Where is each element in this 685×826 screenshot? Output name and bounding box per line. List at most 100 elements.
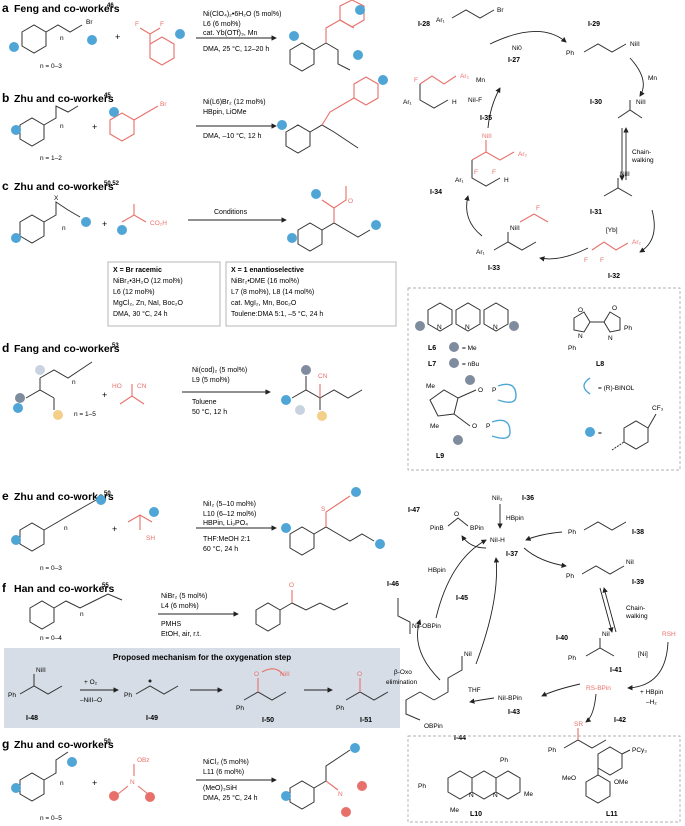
cycle2-i39: Ph NiI <box>566 559 634 580</box>
ligand-label-l7: L7 <box>428 361 436 368</box>
cycle1-i28: Ar₁ Br <box>436 7 504 24</box>
svg-text:CN: CN <box>318 373 328 380</box>
panel-e-product: S <box>281 487 385 556</box>
ligand-l10: N N Ph Ph Me Me <box>418 757 533 814</box>
svg-text:N: N <box>338 791 343 798</box>
cycle1-chainwalk-1: walking <box>631 157 654 164</box>
cycle1-i35: F Ar₂ Ar₁ H <box>403 73 470 109</box>
panel-c-box1-0: X = Br racemic <box>113 267 162 274</box>
panel-d-cond-2: Toluene <box>192 399 217 406</box>
panel-d-letter: d <box>2 341 9 355</box>
svg-text:Ph: Ph <box>500 757 508 764</box>
cycle1-ni0: Ni0 <box>512 45 522 52</box>
svg-text:+: + <box>92 778 97 788</box>
svg-text:O: O <box>478 387 483 394</box>
panel-g-cond-3: DMA, 25 °C, 24 h <box>203 794 258 802</box>
svg-text:NiI: NiI <box>464 651 472 658</box>
svg-text:[Yb]: [Yb] <box>606 227 618 234</box>
mech-label-i50: I-50 <box>262 717 274 724</box>
panel-b-cond-2: DMA, –10 °C, 12 h <box>203 132 262 140</box>
cycle2-label-i40: I-40 <box>556 635 568 642</box>
svg-text:Ph: Ph <box>568 529 576 536</box>
cycle2-label-i38: I-38 <box>632 529 644 536</box>
panel-g-cond-1: L11 (6 mol%) <box>203 769 244 776</box>
cycle2-plus-hbpin: + HBpin <box>640 689 664 696</box>
cycle2-i38: Ph <box>568 521 627 536</box>
svg-text:P: P <box>486 423 490 430</box>
svg-text:n: n <box>60 123 64 130</box>
cycle2-label-i44: I-44 <box>454 735 466 742</box>
cycle2-rs-bpin: RS-BPin <box>586 685 611 692</box>
panel-f-substrate: n <box>29 593 123 630</box>
cycle1-label-i28: I-28 <box>418 21 430 28</box>
ligand-aryl: CF₃ <box>611 405 664 451</box>
panel-e-title: Zhu and co-workers <box>14 491 114 503</box>
cycle2-i42: SR Ph <box>548 721 607 754</box>
panel-b-ref: 45 <box>104 93 111 99</box>
cycle2-i46 <box>397 598 411 634</box>
panel-a-note: n = 0–3 <box>40 63 62 70</box>
cycle2-label-i45: I-45 <box>456 595 468 602</box>
panel-b: b Zhu and co-workers 45 n n = 1–2 + Br N… <box>2 75 388 162</box>
panel-e-cond-2: HBPin, Li₃PO₄ <box>203 520 248 527</box>
svg-text:H: H <box>504 177 509 184</box>
panel-f-cond-3: EtOH, air, r.t. <box>161 631 201 638</box>
panel-f-product: O <box>255 582 349 632</box>
svg-text:+: + <box>92 122 97 132</box>
cycle1-i32: F F Ar₂ [Yb] <box>584 227 642 264</box>
panel-c-box1-2: L6 (12 mol%) <box>113 289 155 296</box>
panel-c-title: Zhu and co-workers <box>14 181 114 193</box>
cycle1-mn-left: Mn <box>476 77 485 84</box>
cycle1-label-i34: I-34 <box>430 189 442 196</box>
svg-text:F: F <box>474 169 478 176</box>
panel-d-cond-0: Ni(cod)₂ (5 mol%) <box>192 367 247 374</box>
svg-text:Me: Me <box>430 423 439 430</box>
svg-text:N: N <box>578 333 583 340</box>
cycle1-i30: NiII <box>617 99 646 119</box>
ligand-label-l8: L8 <box>596 361 604 368</box>
cycle2-label-i36: I-36 <box>522 495 534 502</box>
panel-d-ref: 53 <box>112 343 119 349</box>
cycle2-minus-h2: –H₂ <box>646 699 657 706</box>
panel-c-arrow-label: Conditions <box>214 209 248 216</box>
panel-b-title: Zhu and co-workers <box>14 93 114 105</box>
cycle1-i31: NiII <box>603 171 633 197</box>
svg-text:F: F <box>160 21 164 28</box>
svg-text:NiII: NiII <box>620 171 630 178</box>
svg-text:CF₃: CF₃ <box>652 405 664 412</box>
panel-c-product: N O <box>287 186 381 252</box>
cycle2-chainwalk-0: Chain- <box>626 605 645 612</box>
panel-e-cond-4: 60 °C, 24 h <box>203 545 238 553</box>
panel-b-note: n = 1–2 <box>40 155 62 162</box>
svg-text:Me: Me <box>426 383 435 390</box>
panel-c-reagent: CO₂H <box>117 204 167 235</box>
panel-e-substrate: n <box>11 495 106 552</box>
panel-c: c Zhu and co-workers 50,52 X n + CO₂H Co… <box>2 179 397 327</box>
ligand-label-l6: L6 <box>428 345 436 352</box>
ligand-l9: Me Me O O P P <box>426 375 517 445</box>
cycle2-nibpin: NiI-BPin <box>498 695 522 702</box>
svg-text:F: F <box>584 257 588 264</box>
panel-c-ref: 50,52 <box>104 181 120 187</box>
cycle-2: NiI₂ I-36 HBpin NiI-H I-37 Ph I-38 Ph Ni… <box>386 495 676 754</box>
svg-text:NiII: NiII <box>482 133 492 140</box>
panel-c-box2-0: X = 1 enantioselective <box>231 267 304 274</box>
binol-icon <box>583 377 591 395</box>
panel-g-product: N <box>281 743 367 817</box>
svg-text:N: N <box>608 335 613 342</box>
panel-b-letter: b <box>2 91 9 105</box>
ligand-binol-note: = (R)-BINOL <box>598 385 635 392</box>
cycle2-ni-bracket: [Ni] <box>638 651 648 658</box>
mechanism-title: Proposed mechanism for the oxygenation s… <box>113 653 291 662</box>
ligand-l11: PCy₃ MeO OMe <box>562 746 647 804</box>
svg-text:n: n <box>62 225 66 232</box>
cycle1-mn-right: Mn <box>648 75 657 82</box>
svg-text:Ph: Ph <box>568 345 576 352</box>
svg-text:+: + <box>115 32 120 42</box>
panel-a: a Feng and co-workers 46 Br n n = 0–3 + … <box>2 0 365 72</box>
svg-text:S: S <box>321 506 326 513</box>
cycle1-label-i27: I-27 <box>508 57 520 64</box>
cycle1-label-i31: I-31 <box>590 209 602 216</box>
panel-f-cond-1: L4 (6 mol%) <box>161 603 199 610</box>
